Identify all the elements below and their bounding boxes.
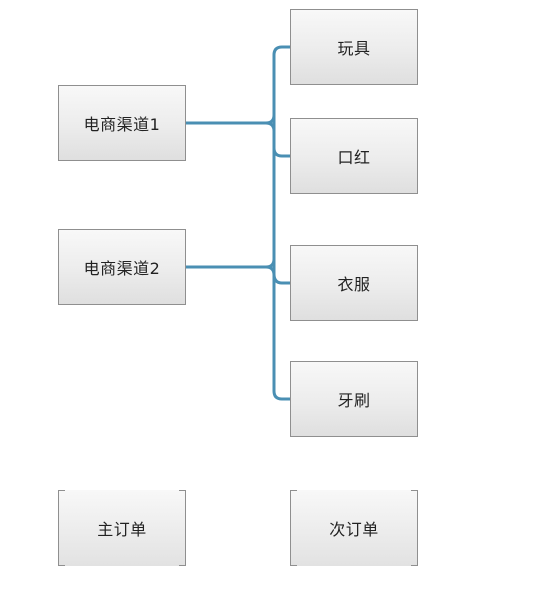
product-node-label: 玩具 [337, 39, 371, 58]
bracket-right-edge [411, 490, 418, 566]
channel-node-1[interactable]: 电商渠道1 [58, 85, 186, 161]
connector-channel-2 [184, 257, 276, 269]
channel-node-label: 电商渠道1 [83, 115, 161, 134]
sub-order-label: 次订单 [329, 520, 379, 539]
main-order-node[interactable]: 主订单 [58, 490, 186, 566]
product-node-label: 口红 [337, 148, 371, 167]
channel-node-2[interactable]: 电商渠道2 [58, 229, 186, 305]
main-order-label: 主订单 [97, 520, 147, 539]
product-node-lipstick[interactable]: 口红 [290, 118, 418, 194]
connector-trunk [272, 45, 292, 401]
product-node-clothes[interactable]: 衣服 [290, 245, 418, 321]
bracket-left-edge [58, 490, 65, 566]
product-node-toys[interactable]: 玩具 [290, 9, 418, 85]
connector-branch-lipstick [272, 146, 292, 158]
product-node-toothbrush[interactable]: 牙刷 [290, 361, 418, 437]
bracket-left-edge [290, 490, 297, 566]
sub-order-node[interactable]: 次订单 [290, 490, 418, 566]
product-node-label: 衣服 [337, 275, 371, 294]
connector-channel-1 [184, 113, 276, 125]
product-node-label: 牙刷 [337, 391, 371, 410]
connector-branch-clothes [272, 272, 292, 285]
channel-node-label: 电商渠道2 [83, 259, 161, 278]
bracket-right-edge [179, 490, 186, 566]
